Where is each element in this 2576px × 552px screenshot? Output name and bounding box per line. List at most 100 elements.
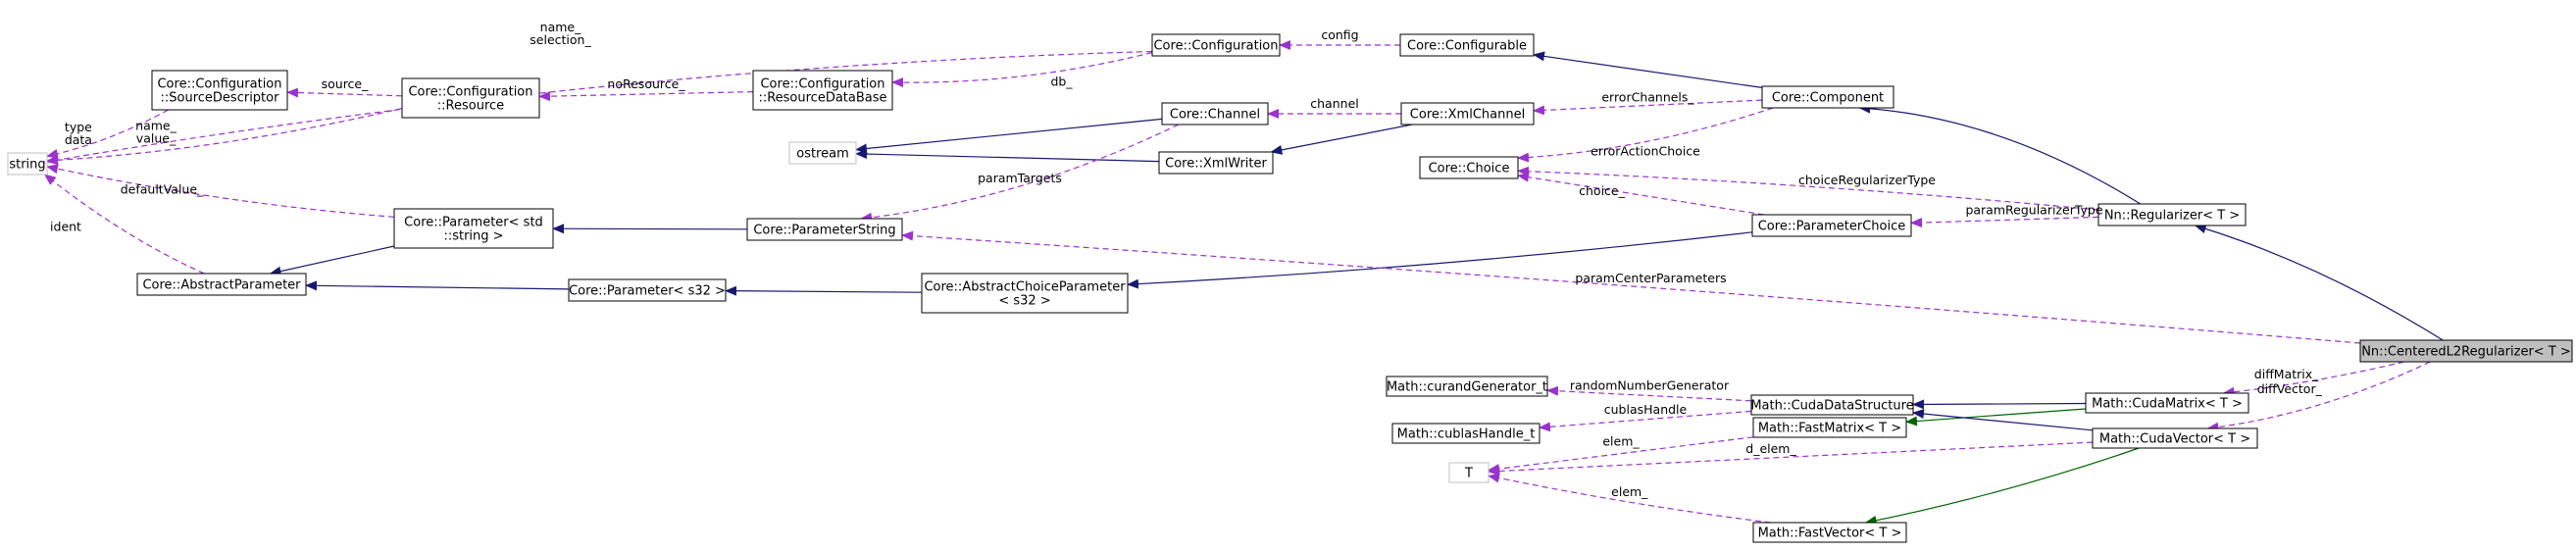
class-node-cuda-vector[interactable]: Math::CudaVector< T > bbox=[2092, 427, 2258, 449]
class-node-label: Core::Configuration::ResourceDataBase bbox=[758, 77, 886, 106]
class-node-fast-vector[interactable]: Math::FastVector< T > bbox=[1752, 522, 1907, 543]
class-node-channel[interactable]: Core::Channel bbox=[1161, 102, 1269, 125]
class-node-cublas[interactable]: Math::cublasHandle_t bbox=[1391, 423, 1541, 444]
edge-label-d-elem: d_elem_ bbox=[1745, 441, 1796, 456]
usage-edge-config-resource-to-source-descriptor bbox=[286, 87, 403, 98]
class-node-box bbox=[2359, 339, 2573, 363]
usage-edge-config-resource-to-string bbox=[46, 107, 403, 166]
class-node-label: ostream bbox=[796, 147, 849, 162]
edge-label-diffmatrix: diffMatrix_ bbox=[2254, 367, 2319, 381]
class-node-box bbox=[2085, 392, 2249, 414]
class-node-config-resource[interactable]: Core::Configuration::Resource bbox=[401, 77, 540, 119]
class-node-label: Core::Component bbox=[1772, 91, 1884, 106]
class-node-parameter-string-std[interactable]: Core::Parameter< std::string > bbox=[393, 208, 554, 249]
class-node-abstract-choice-parameter[interactable]: Core::AbstractChoiceParameter< s32 > bbox=[921, 273, 1129, 314]
class-node-box bbox=[1761, 85, 1894, 109]
class-node-cuda-data-structure[interactable]: Math::CudaDataStructure bbox=[1750, 394, 1914, 416]
usage-edge-fast-matrix-to-t-param bbox=[1488, 436, 1754, 475]
class-node-label: Core::Configuration::SourceDescriptor bbox=[157, 77, 281, 106]
class-node-box bbox=[1386, 376, 1548, 397]
class-node-parameter-choice[interactable]: Core::ParameterChoice bbox=[1751, 214, 1912, 237]
edges-layer bbox=[43, 40, 2444, 526]
edge-label-erroractionchoice: errorActionChoice bbox=[1591, 144, 1700, 159]
class-node-label: Core::Parameter< std::string > bbox=[404, 216, 543, 244]
inheritance-edge-parameter-string-to-parameter-string-std bbox=[552, 224, 748, 234]
edge-label-db: db_ bbox=[1050, 75, 1073, 89]
class-node-label: Core::XmlWriter bbox=[1165, 157, 1267, 172]
class-node-box bbox=[1419, 156, 1519, 179]
class-node-regularizer[interactable]: Nn::Regularizer< T > bbox=[2097, 203, 2247, 226]
class-node-box bbox=[1448, 462, 1490, 483]
class-node-fast-matrix[interactable]: Math::FastMatrix< T > bbox=[1752, 417, 1907, 438]
class-node-xml-writer[interactable]: Core::XmlWriter bbox=[1158, 151, 1274, 175]
class-node-label: Core::Configuration bbox=[1153, 39, 1278, 54]
class-node-parameter-s32[interactable]: Core::Parameter< s32 > bbox=[568, 278, 727, 302]
class-node-label: Core::Parameter< s32 > bbox=[569, 284, 726, 299]
usage-edge-regularizer-to-parameter-choice bbox=[1910, 216, 2099, 228]
edge-label-diffvector: diffVector_ bbox=[2257, 381, 2323, 396]
class-node-configurable[interactable]: Core::Configurable bbox=[1399, 33, 1535, 57]
usage-edge-configuration-to-resource-database bbox=[891, 51, 1153, 88]
class-node-box bbox=[1391, 423, 1541, 444]
edge-label-channel: channel bbox=[1310, 96, 1358, 111]
class-node-cuda-matrix[interactable]: Math::CudaMatrix< T > bbox=[2085, 392, 2249, 414]
class-node-box bbox=[2097, 203, 2247, 226]
edge-label-errorchannels: errorChannels_ bbox=[1601, 90, 1694, 105]
class-node-t-param[interactable]: T bbox=[1448, 462, 1490, 483]
class-node-abstract-parameter[interactable]: Core::AbstractParameter bbox=[136, 273, 307, 296]
edge-label-choice: choice_ bbox=[1579, 183, 1625, 198]
class-node-configuration[interactable]: Core::Configuration bbox=[1151, 33, 1281, 57]
usage-edge-parameter-choice-to-choice bbox=[1517, 172, 1765, 216]
class-node-xml-channel[interactable]: Core::XmlChannel bbox=[1400, 102, 1535, 125]
class-node-box bbox=[1158, 151, 1274, 175]
usage-edge-source-descriptor-to-string bbox=[46, 109, 169, 159]
usage-edge-parameter-string-std-to-string bbox=[46, 164, 395, 218]
usage-edge-resource-database-to-config-resource bbox=[538, 91, 754, 102]
usage-edge-centered-l2-to-parameter-string bbox=[901, 230, 2361, 344]
usage-edge-configuration-to-string bbox=[46, 50, 1153, 166]
edge-label-elem: elem_ bbox=[1602, 434, 1640, 449]
inheritance-edge-cuda-matrix-to-cuda-data-structure bbox=[1912, 399, 2087, 410]
edge-label-cublashandle: cublasHandle bbox=[1604, 402, 1688, 417]
class-node-ostream[interactable]: ostream bbox=[788, 141, 857, 165]
class-node-box bbox=[1752, 522, 1907, 543]
class-node-string[interactable]: string bbox=[7, 152, 48, 176]
class-node-label: Math::curandGenerator_t bbox=[1387, 380, 1547, 395]
edge-label-ident: ident bbox=[50, 220, 81, 234]
class-node-box bbox=[746, 218, 903, 241]
inheritance-edge-centered-l2-to-regularizer bbox=[2194, 224, 2444, 341]
edge-label-paramtargets: paramTargets bbox=[978, 171, 1062, 185]
class-node-label: Math::CudaDataStructure bbox=[1750, 399, 1913, 414]
usage-edge-cuda-data-structure-to-cublas bbox=[1539, 410, 1752, 432]
class-node-resource-database[interactable]: Core::Configuration::ResourceDataBase bbox=[752, 70, 893, 111]
class-node-box bbox=[921, 273, 1129, 314]
class-node-label: Core::Configurable bbox=[1407, 39, 1527, 54]
inheritance-edge-regularizer-to-component bbox=[1858, 103, 2142, 205]
class-node-parameter-string[interactable]: Core::ParameterString bbox=[746, 218, 903, 241]
edge-label-paramregularizertype: paramRegularizerType bbox=[1965, 202, 2102, 217]
class-node-source-descriptor[interactable]: Core::Configuration::SourceDescriptor bbox=[151, 70, 288, 111]
inheritance-edge-abstract-choice-parameter-to-parameter-s32 bbox=[725, 285, 923, 296]
inheritance-edge-channel-to-ostream bbox=[855, 118, 1163, 154]
usage-edge-centered-l2-to-cuda-matrix bbox=[2222, 361, 2404, 397]
class-node-curand[interactable]: Math::curandGenerator_t bbox=[1386, 376, 1548, 397]
class-node-label: Math::FastVector< T > bbox=[1758, 527, 1902, 541]
class-node-box bbox=[1752, 417, 1907, 438]
inheritance-edge-xml-writer-to-ostream bbox=[855, 149, 1160, 163]
usage-edge-component-to-xml-channel bbox=[1533, 99, 1763, 116]
class-node-choice[interactable]: Core::Choice bbox=[1419, 156, 1519, 179]
class-node-centered-l2[interactable]: Nn::CenteredL2Regularizer< T > bbox=[2359, 339, 2573, 363]
class-node-label: Math::CudaVector< T > bbox=[2099, 432, 2250, 447]
class-node-label: Nn::CenteredL2Regularizer< T > bbox=[2361, 345, 2571, 360]
usage-edge-cuda-vector-to-t-param bbox=[1488, 441, 2094, 477]
class-node-box bbox=[2092, 427, 2258, 449]
class-node-label: Core::Channel bbox=[1170, 108, 1260, 123]
class-node-box bbox=[1151, 33, 1281, 57]
class-node-label: Math::FastMatrix< T > bbox=[1758, 422, 1901, 436]
class-node-label: Math::CudaMatrix< T > bbox=[2092, 397, 2243, 412]
class-node-label: Core::ParameterChoice bbox=[1758, 220, 1906, 234]
class-node-label: Core::ParameterString bbox=[753, 224, 895, 238]
class-node-component[interactable]: Core::Component bbox=[1761, 85, 1894, 109]
